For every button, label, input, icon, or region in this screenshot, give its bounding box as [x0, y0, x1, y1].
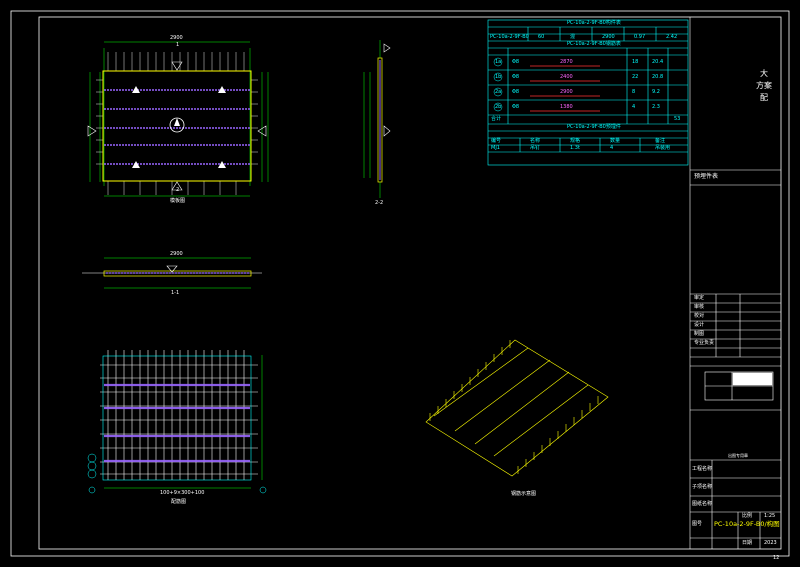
table-header-rebar: PC-10a-2-9F-B0钢筋表 — [567, 41, 621, 47]
stamp-label: 出图专用章 — [728, 453, 748, 458]
tb-scale: 1:25 — [764, 513, 776, 519]
tb-label-5: 日期 — [742, 540, 753, 546]
top-row-cell-3: 2900 — [602, 34, 615, 40]
section-1-1-view — [82, 257, 262, 289]
bar-w-3: 2.3 — [652, 104, 660, 110]
tb-row-4: 制图 — [694, 331, 705, 337]
sheet-inner-border — [38, 16, 782, 550]
bar-w-1: 20.8 — [652, 74, 664, 80]
top-row-cell-4: 0.97 — [634, 34, 646, 40]
component-table — [487, 19, 689, 166]
dim-section-overall: 2900 — [170, 251, 183, 257]
bar-len-3: 1380 — [560, 104, 573, 110]
sheet-outer-border — [10, 10, 790, 557]
slab-outline — [102, 70, 252, 182]
embed-cell-1: 吊钉 — [530, 145, 541, 151]
top-row-cell-0: PC-10a-2-9F-B0 — [490, 34, 529, 40]
embed-cell-4: 吊装用 — [655, 145, 671, 151]
embed-cell-2: 1.3t — [570, 145, 580, 151]
tb-row-2: 校对 — [694, 313, 705, 319]
project-title-line-2: 配 — [760, 93, 768, 102]
total-value: 53 — [674, 116, 681, 122]
isometric-label: 钢筋示意图 — [511, 491, 537, 497]
embed-cell-0: MJ1 — [491, 145, 500, 151]
tb-label-0: 工程名称 — [692, 466, 713, 472]
bar-no-2: 2a — [495, 89, 502, 95]
bar-spec-1: Φ8 — [512, 74, 520, 80]
tb-row-0: 审定 — [694, 295, 705, 301]
section-marker-1: 1 — [176, 42, 180, 48]
section-marker-2: 2 — [176, 187, 180, 193]
embed-head-4: 备注 — [655, 138, 666, 144]
section-2-2-view — [363, 40, 391, 198]
embed-head-2: 规格 — [570, 138, 581, 144]
project-title-line-0: 大 — [760, 69, 768, 78]
bar-qty-1: 22 — [632, 74, 639, 80]
top-row-cell-1: 60 — [538, 34, 545, 40]
bar-len-0: 2870 — [560, 59, 573, 65]
bar-no-0: 1a — [495, 59, 502, 65]
bar-shape-marks — [530, 65, 600, 112]
embed-head-3: 数量 — [610, 138, 621, 144]
rebar-plan-label: 配筋图 — [171, 499, 187, 505]
dim-rebar-bottom: 100+9×300+100 — [160, 490, 205, 496]
rebar-plan-view — [87, 350, 267, 494]
bar-no-1: 1b — [495, 74, 502, 80]
section-1-label: 1-1 — [171, 290, 180, 296]
tb-row-3: 设计 — [694, 322, 705, 328]
bar-spec-0: Φ8 — [512, 59, 520, 65]
design-notes-label: 预埋件表 — [694, 173, 719, 180]
page-number: 12 — [773, 555, 780, 561]
embed-cell-3: 4 — [610, 145, 614, 151]
project-title-line-1: 方案 — [756, 81, 772, 90]
table-header-components: PC-10a-2-9F-B0构件表 — [567, 20, 621, 26]
tb-label-4: 比例 — [742, 513, 753, 519]
table-header-embeds: PC-10a-2-9F-B0预埋件 — [567, 124, 621, 130]
bar-qty-2: 8 — [632, 89, 636, 95]
top-row-cell-5: 2.42 — [666, 34, 678, 40]
tb-label-3: 图号 — [692, 521, 703, 527]
bar-w-0: 20.4 — [652, 59, 664, 65]
bar-qty-0: 18 — [632, 59, 639, 65]
isometric-rebar-view — [425, 339, 609, 477]
tb-row-5: 专业负责 — [694, 340, 715, 346]
bar-spec-2: Φ8 — [512, 89, 520, 95]
tb-row-1: 审核 — [694, 304, 705, 310]
embed-head-1: 名称 — [530, 138, 541, 144]
tb-label-2: 图纸名称 — [692, 501, 713, 507]
tb-date: 2023 — [764, 540, 777, 546]
bar-qty-3: 4 — [632, 104, 636, 110]
total-label: 合计 — [491, 116, 502, 122]
drawing-number: PC-10a-2-9F-B0/构图 — [714, 520, 780, 528]
bar-len-2: 2900 — [560, 89, 573, 95]
title-block — [689, 17, 781, 549]
bar-len-1: 2400 — [560, 74, 573, 80]
bar-w-2: 9.2 — [652, 89, 660, 95]
plan-view — [87, 41, 269, 197]
bar-no-3: 2b — [495, 104, 502, 110]
dim-top-overall: 2900 — [170, 35, 183, 41]
bar-number-circles — [493, 57, 503, 112]
bar-spec-3: Φ8 — [512, 104, 520, 110]
plan-view-label: 模板图 — [170, 198, 186, 204]
tb-label-1: 子项名称 — [692, 484, 713, 490]
embed-head-0: 编号 — [491, 138, 502, 144]
section-2-label: 2-2 — [375, 200, 384, 206]
top-row-cell-2: 混 — [570, 34, 576, 40]
